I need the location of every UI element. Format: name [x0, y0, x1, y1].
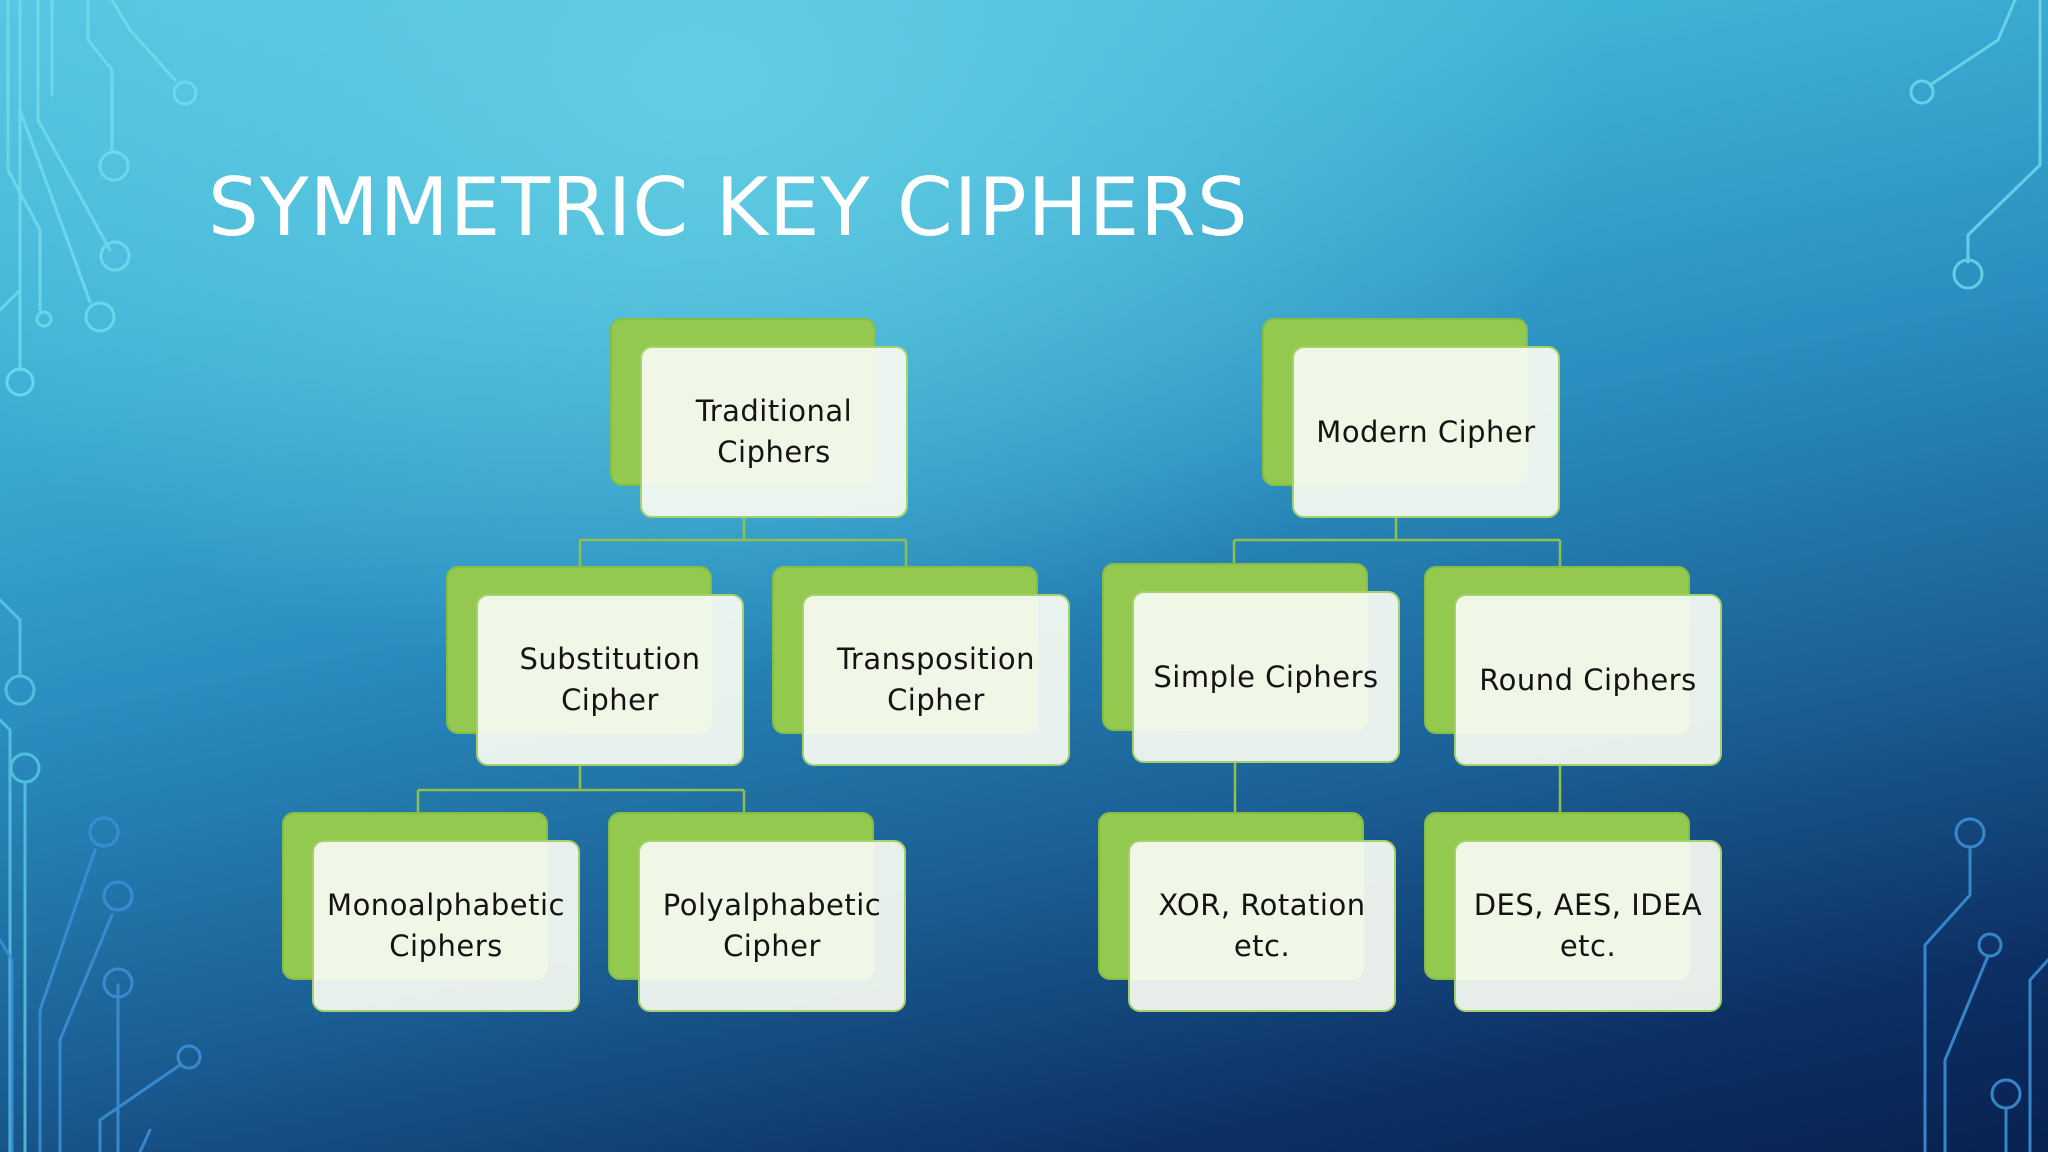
node-label: Monoalphabetic Ciphers	[327, 888, 565, 963]
node-label: Traditional Ciphers	[695, 394, 853, 469]
node-label: Modern Cipher	[1316, 414, 1536, 449]
connector-traditional-children	[578, 518, 908, 566]
node-transposition-cipher: Transposition Cipher	[772, 566, 1070, 766]
connector-substitution-children	[416, 766, 746, 814]
slide-title: SYMMETRIC KEY CIPHERS	[208, 161, 1249, 254]
node-simple-ciphers: Simple Ciphers	[1102, 563, 1400, 763]
node-label: Round Ciphers	[1479, 662, 1697, 697]
connector-modern-children	[1232, 518, 1562, 566]
node-monoalphabetic-ciphers: Monoalphabetic Ciphers	[282, 812, 580, 1012]
node-label: DES, AES, IDEA etc.	[1473, 888, 1703, 963]
node-des-aes-idea: DES, AES, IDEA etc.	[1424, 812, 1722, 1012]
node-modern-cipher: Modern Cipher	[1262, 318, 1560, 518]
node-substitution-cipher: Substitution Cipher	[446, 566, 744, 766]
node-xor-rotation: XOR, Rotation etc.	[1098, 812, 1396, 1012]
node-round-ciphers: Round Ciphers	[1424, 566, 1722, 766]
node-label: Substitution Cipher	[519, 642, 701, 717]
node-label: Polyalphabetic Cipher	[662, 888, 882, 963]
node-label: XOR, Rotation etc.	[1158, 888, 1366, 963]
node-traditional-ciphers: Traditional Ciphers	[610, 318, 908, 518]
node-label: Transposition Cipher	[836, 642, 1035, 717]
node-polyalphabetic-cipher: Polyalphabetic Cipher	[608, 812, 906, 1012]
node-label: Simple Ciphers	[1153, 659, 1379, 694]
